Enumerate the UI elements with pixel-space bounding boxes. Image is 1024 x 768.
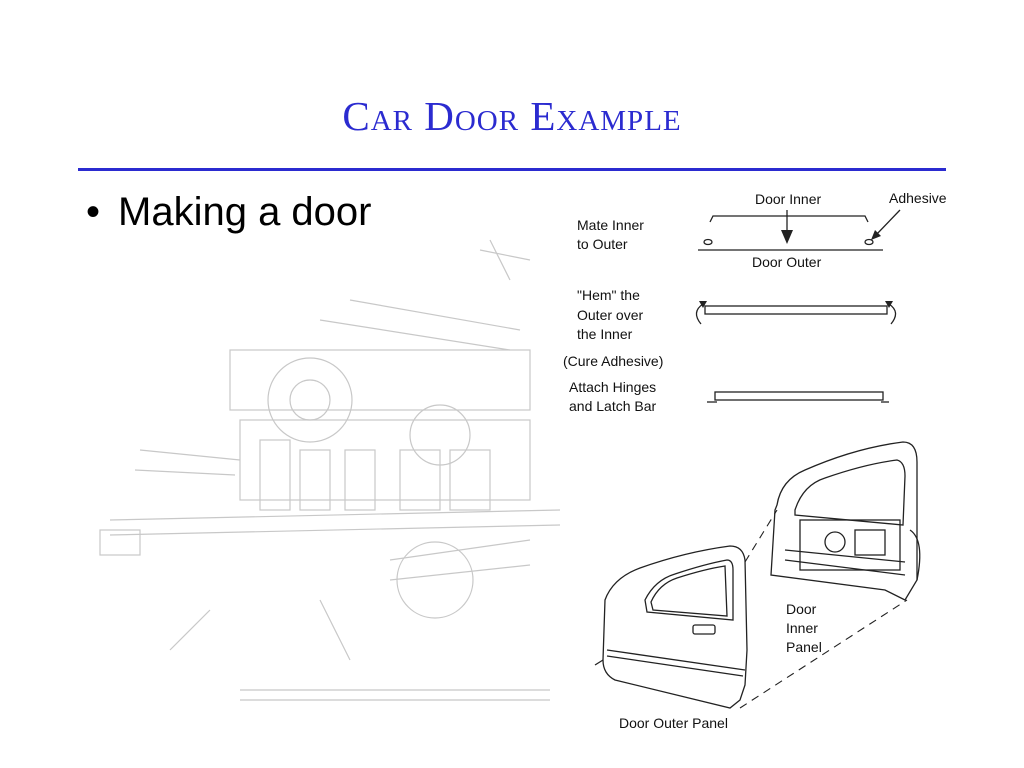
bullet-dot-icon: • bbox=[86, 190, 101, 234]
bullet-item: • Making a door bbox=[86, 190, 372, 235]
adhesive-dot-left bbox=[703, 238, 713, 246]
attach-label-line1: Attach Hinges bbox=[569, 379, 656, 395]
mate-label-line2: to Outer bbox=[577, 236, 628, 252]
hem-label-line2: Outer over bbox=[577, 307, 643, 323]
inner-panel-label-line2: Inner bbox=[786, 620, 818, 636]
hem-panel bbox=[704, 305, 888, 315]
hem-arrowhead-right-icon bbox=[885, 301, 893, 308]
outer-panel-label: Door Outer Panel bbox=[619, 715, 728, 731]
mate-arrow-icon bbox=[781, 230, 793, 244]
door-outer-panel-drawing bbox=[594, 545, 748, 709]
adhesive-arrow-icon bbox=[871, 230, 881, 240]
assembly-guide-line-bottom bbox=[739, 599, 908, 709]
door-inner-label: Door Inner bbox=[755, 191, 821, 207]
adhesive-dot-right bbox=[864, 238, 874, 246]
inner-panel-label-line1: Door bbox=[786, 601, 817, 617]
door-inner-panel-drawing bbox=[770, 441, 921, 601]
door-inner-profile bbox=[709, 215, 869, 223]
hem-curl-arrow-left-icon bbox=[695, 303, 704, 325]
door-outer-label: Door Outer bbox=[752, 254, 822, 270]
hem-curl-arrow-right-icon bbox=[888, 303, 897, 325]
background-technical-drawing bbox=[99, 239, 560, 701]
assembled-panel bbox=[714, 391, 884, 401]
door-assembly-diagram: Door Inner Adhesive Mate Inner to Outer … bbox=[563, 190, 947, 731]
mate-label-line1: Mate Inner bbox=[577, 217, 644, 233]
title-divider bbox=[78, 168, 946, 171]
cure-label: (Cure Adhesive) bbox=[563, 353, 663, 369]
hem-arrowhead-left-icon bbox=[699, 301, 707, 308]
adhesive-pointer bbox=[874, 209, 901, 237]
hem-label-line1: "Hem" the bbox=[577, 287, 640, 303]
attach-label-line2: and Latch Bar bbox=[569, 398, 657, 414]
slide-title: Car Door Example bbox=[342, 93, 682, 139]
assembly-guide-line-top bbox=[744, 509, 778, 563]
inner-panel-label-line3: Panel bbox=[786, 639, 822, 655]
bullet-text: Making a door bbox=[118, 190, 372, 234]
adhesive-label: Adhesive bbox=[889, 190, 947, 206]
hem-label-line3: the Inner bbox=[577, 326, 633, 342]
